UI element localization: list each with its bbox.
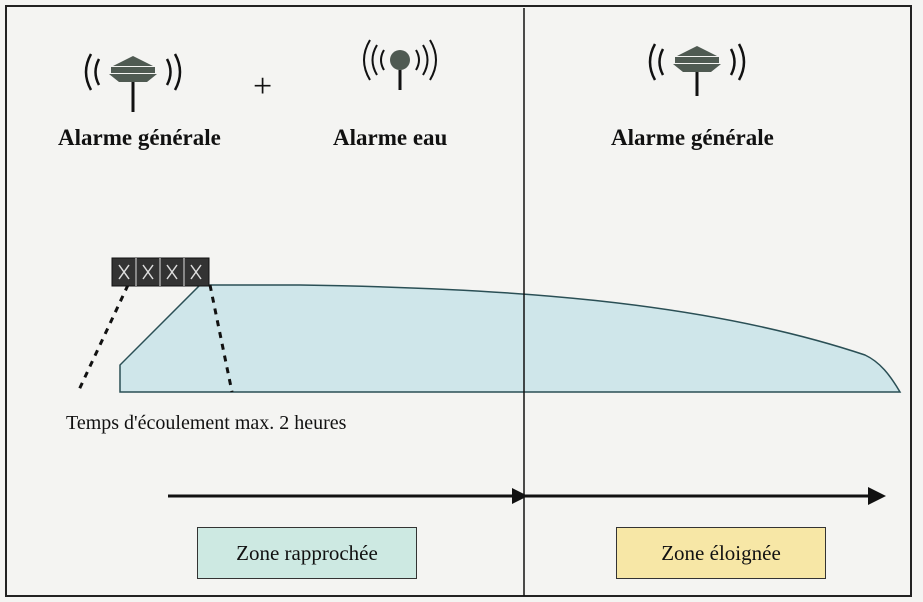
flow-arrow (168, 487, 886, 505)
water-body (119, 284, 902, 393)
frame (5, 5, 912, 597)
label-alarm-general-right: Alarme générale (611, 125, 774, 150)
label-flow-time: Temps d'écoulement max. 2 heures (66, 412, 347, 434)
label-alarm-water: Alarme eau (333, 125, 448, 150)
zone-near: Zone rapprochée (197, 527, 417, 579)
label-alarm-general-left: Alarme générale (58, 125, 221, 150)
dam-slope-left (76, 284, 130, 393)
siren-icon (84, 53, 182, 112)
water-siren-icon (363, 39, 437, 90)
plus-sign: + (253, 68, 273, 105)
zone-far: Zone éloignée (616, 527, 826, 579)
siren-icon (648, 43, 746, 96)
dam-icon (111, 257, 210, 287)
